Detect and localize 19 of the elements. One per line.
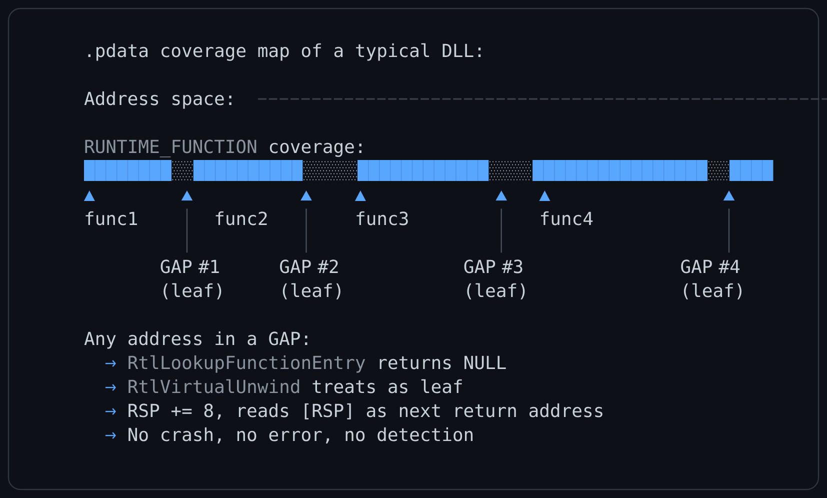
- function-label: func4: [541, 211, 593, 226]
- gap-label: GAP #1 (leaf): [160, 260, 222, 300]
- list-heading: Any address in a GAP:: [84, 331, 308, 349]
- list-item: returns NULL: [380, 356, 506, 370]
- gap-label: GAP #4 (leaf): [681, 260, 742, 300]
- gap-label: GAP #2 (leaf): [280, 260, 340, 300]
- list-item: No crash, no error, no detection: [128, 427, 473, 444]
- list-item: treats as leaf: [312, 379, 462, 394]
- function-label: func3: [356, 211, 408, 226]
- heading: .pdata coverage map of a typical DLL:: [88, 43, 481, 61]
- code-identifier: RtlLookupFunctionEntry: [128, 355, 366, 373]
- code-identifier: RUNTIME_FUNCTION: [85, 140, 256, 158]
- row-label: coverage:: [270, 142, 362, 157]
- list-item: RSP += 8, reads [RSP] as next return address: [128, 403, 602, 420]
- function-label: func1: [86, 211, 137, 226]
- function-label: func2: [216, 211, 267, 226]
- code-identifier: RtlVirtualUnwind: [128, 379, 300, 394]
- row-label: Address space:: [84, 91, 232, 109]
- gap-label: GAP #3 (leaf): [464, 260, 525, 300]
